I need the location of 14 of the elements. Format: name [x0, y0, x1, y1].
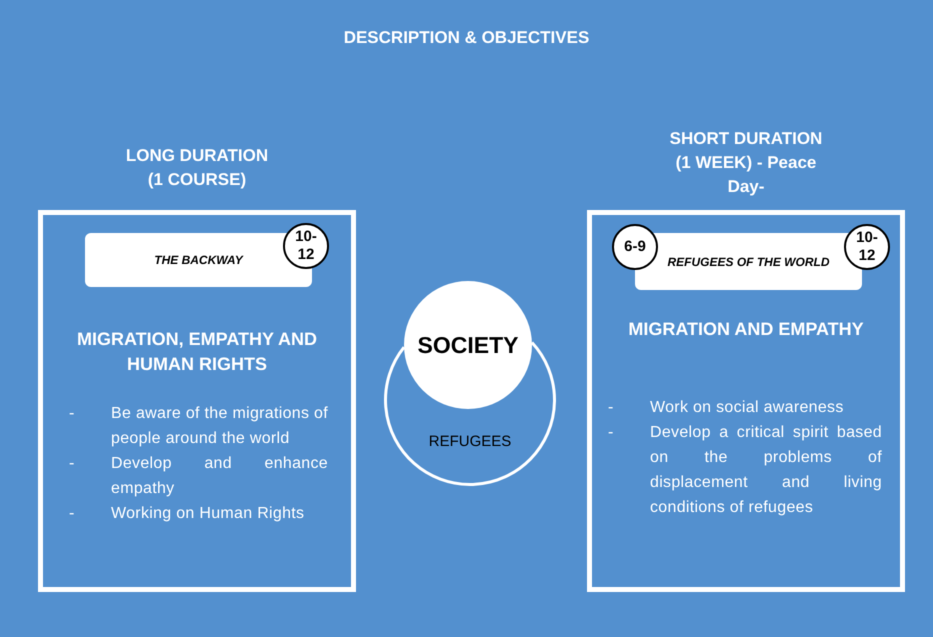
section-subheading: MIGRATION, EMPATHY AND HUMAN RIGHTS — [76, 328, 318, 376]
age-badge: 6-9 — [612, 224, 658, 270]
bullet-item: - Work on social awareness — [607, 398, 845, 418]
age-badge: 10-12 — [283, 223, 329, 269]
bullet-item: - Develop a critical spirit based on the problems of displacement and living conditions of refugees — [607, 423, 882, 518]
section-subheading: MIGRATION AND EMPATHY — [627, 318, 865, 341]
bullet-item: - Working on Human Rights — [68, 504, 306, 524]
bullet-item: - Develop and enhance empathy — [68, 454, 328, 499]
bullet-item: - Be aware of the migrations of people around the world — [68, 404, 328, 449]
society-circle: SOCIETY — [404, 281, 532, 409]
section-heading: LONG DURATION (1 COURSE) — [124, 144, 270, 190]
age-badge: 10-12 — [844, 224, 890, 270]
section-heading: SHORT DURATION (1 WEEK) - Peace Day- — [668, 128, 824, 198]
title: DESCRIPTION & OBJECTIVES — [342, 28, 590, 49]
